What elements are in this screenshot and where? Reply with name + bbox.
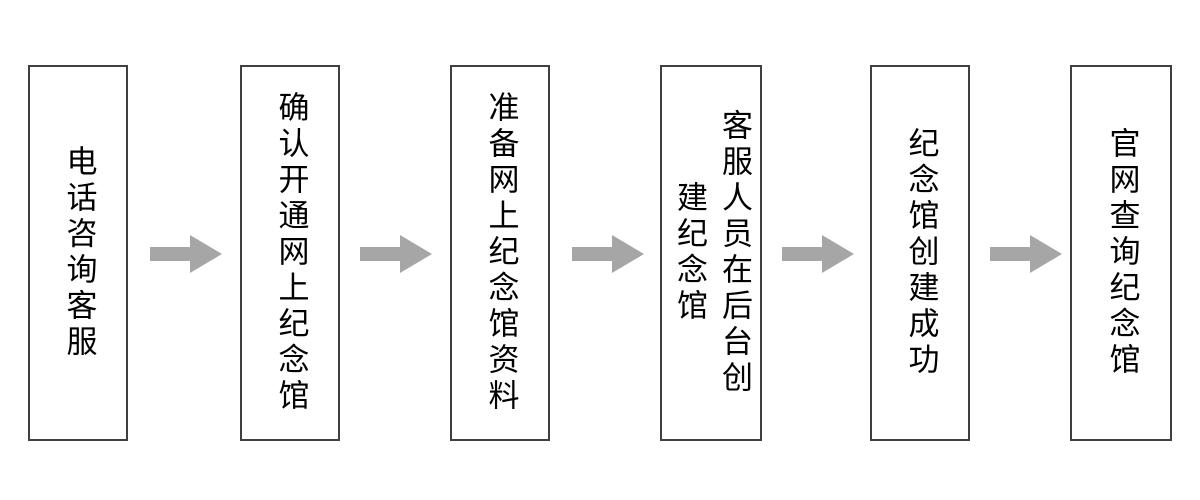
process-box-label: 官网查询纪念馆 (1104, 127, 1140, 379)
arrow-right-icon (782, 235, 854, 273)
process-box-2[interactable]: 确认开通网上纪念馆 (240, 65, 340, 441)
process-box-label: 确认开通网上纪念馆 (273, 91, 309, 415)
process-box-5[interactable]: 纪念馆创建成功 (870, 65, 970, 441)
process-box-6[interactable]: 官网查询纪念馆 (1070, 65, 1172, 441)
process-box-3[interactable]: 准备网上纪念馆资料 (450, 65, 550, 441)
arrow-right-icon (990, 235, 1062, 273)
process-box-label: 纪念馆创建成功 (903, 127, 939, 379)
process-box-label: 准备网上纪念馆资料 (483, 91, 519, 415)
process-box-1[interactable]: 电话咨询客服 (28, 65, 128, 441)
arrow-right-icon (360, 235, 432, 273)
arrow-right-icon (572, 235, 644, 273)
process-box-4[interactable]: 客服人员在后台创建纪念馆 (660, 65, 762, 441)
process-box-label: 客服人员在后台创建纪念馆 (672, 109, 752, 397)
process-box-label: 电话咨询客服 (61, 145, 97, 361)
arrow-right-icon (150, 235, 222, 273)
